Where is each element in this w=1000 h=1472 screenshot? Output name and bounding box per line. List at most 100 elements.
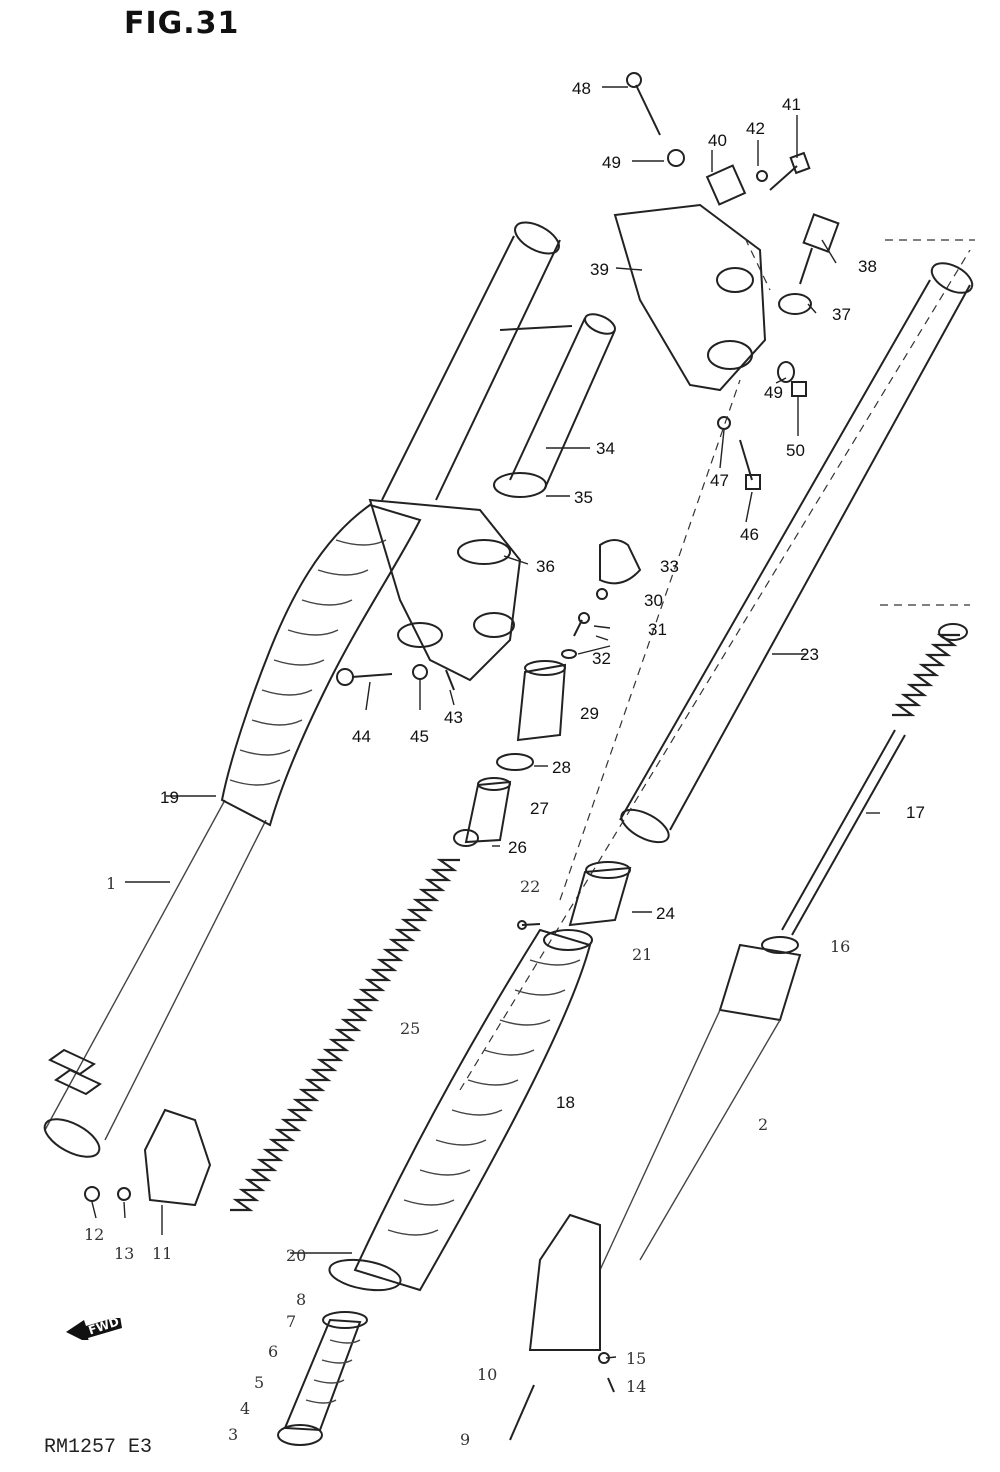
steering-stem: [457, 313, 616, 565]
washer-49: [777, 361, 795, 383]
right-fork-boot-18: [353, 928, 592, 1292]
label-7: 7: [286, 1312, 296, 1331]
label-49-top: 49: [602, 153, 621, 172]
spring-seat-17: [781, 623, 968, 936]
label-15: 15: [626, 1349, 646, 1368]
label-39: 39: [590, 260, 609, 279]
left-fork-boot: [220, 503, 422, 827]
label-12: 12: [84, 1225, 104, 1244]
label-4: 4: [240, 1399, 250, 1418]
bushing-27: [464, 777, 512, 844]
label-46: 46: [740, 525, 759, 544]
label-22: 22: [520, 877, 540, 896]
bolt-41: [769, 151, 811, 191]
label-49: 49: [764, 383, 783, 402]
label-41: 41: [782, 95, 801, 114]
label-1: 1: [106, 874, 116, 893]
label-43: 43: [444, 708, 463, 727]
axle-holder-11: [143, 1108, 212, 1207]
label-14: 14: [626, 1377, 646, 1396]
washer-13: [117, 1187, 131, 1201]
nut-43: [445, 669, 455, 691]
label-26: 26: [508, 838, 527, 857]
label-23: 23: [800, 645, 819, 664]
washer-49-top: [667, 149, 685, 167]
left-inner-tube: [381, 221, 561, 501]
left-outer-tube: [43, 799, 267, 1158]
bolt-44: [336, 668, 393, 686]
label-19: 19: [160, 788, 179, 807]
right-outer-tube-2: [528, 936, 802, 1351]
label-48: 48: [572, 79, 591, 98]
screw-22: [517, 920, 541, 930]
bolt-48: [626, 72, 661, 136]
guide-line-b: [559, 379, 741, 901]
label-6: 6: [268, 1342, 278, 1361]
washer-45: [412, 664, 428, 680]
nut-47: [717, 416, 731, 430]
label-29: 29: [580, 704, 599, 723]
label-18: 18: [556, 1093, 575, 1112]
label-20: 20: [286, 1246, 306, 1265]
bolt-46: [739, 439, 761, 490]
label-5: 5: [254, 1373, 264, 1392]
clamp-20: [328, 1258, 402, 1292]
label-37: 37: [832, 305, 851, 324]
label-50: 50: [786, 441, 805, 460]
o-ring-30: [596, 588, 608, 600]
label-32: 32: [592, 649, 611, 668]
label-28: 28: [552, 758, 571, 777]
dust-seal-24: [568, 861, 632, 927]
label-3: 3: [228, 1425, 238, 1444]
lower-bracket: [368, 498, 522, 682]
right-inner-tube-23: [619, 262, 974, 844]
label-34: 34: [596, 439, 615, 458]
label-30: 30: [644, 591, 663, 610]
label-24: 24: [656, 904, 675, 923]
label-2: 2: [758, 1115, 768, 1134]
label-8: 8: [296, 1290, 306, 1309]
guide-line-a: [459, 249, 971, 1091]
bolt-38: [799, 213, 840, 285]
label-42: 42: [746, 119, 765, 138]
lock-washer-42: [756, 170, 768, 182]
drain-screws: [509, 1352, 615, 1441]
cap-33: [599, 539, 642, 585]
label-47: 47: [710, 471, 729, 490]
fork-spring-25: [230, 858, 460, 1212]
clamp-21: [543, 929, 593, 951]
upper-bracket: [613, 164, 771, 392]
figure-title: FIG.31: [124, 6, 240, 41]
nut-50: [791, 381, 807, 397]
seal-28: [496, 753, 534, 771]
label-31: 31: [648, 620, 667, 639]
label-25: 25: [400, 1019, 420, 1038]
leader-lines: [91, 86, 880, 1359]
label-38: 38: [858, 257, 877, 276]
label-13: 13: [114, 1244, 134, 1263]
label-33: 33: [660, 557, 679, 576]
label-17: 17: [906, 803, 925, 822]
o-ring-32: [561, 649, 577, 659]
label-45: 45: [410, 727, 429, 746]
label-40: 40: [708, 131, 727, 150]
label-16: 16: [830, 937, 850, 956]
label-21: 21: [632, 945, 652, 964]
label-36: 36: [536, 557, 555, 576]
diagram-code: RM1257 E3: [44, 1436, 153, 1459]
nut-12: [84, 1186, 100, 1202]
washer-26: [453, 829, 479, 847]
label-35: 35: [574, 488, 593, 507]
washer-37: [778, 293, 812, 315]
label-44: 44: [352, 727, 371, 746]
valve-31: [573, 612, 590, 637]
callout-labels: 1 2 3 4 5 6 7 8 9 10 11 12 13 14 15 16 1…: [84, 79, 925, 1449]
label-27: 27: [530, 799, 549, 818]
label-9: 9: [460, 1430, 470, 1449]
lower-seal-stack: [277, 1311, 368, 1446]
label-10: 10: [477, 1365, 497, 1384]
label-11: 11: [152, 1244, 172, 1263]
forward-arrow-icon: [66, 1318, 122, 1340]
piston-29: [516, 660, 567, 742]
